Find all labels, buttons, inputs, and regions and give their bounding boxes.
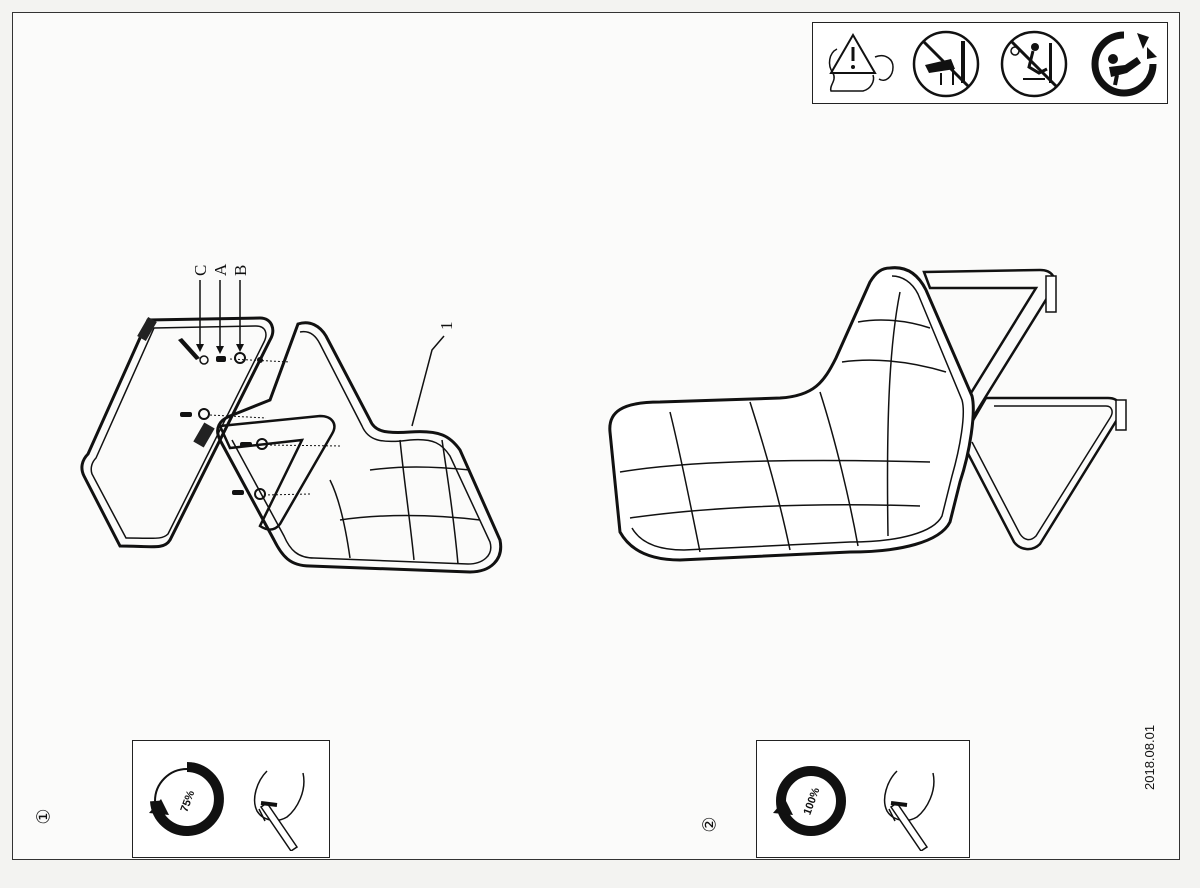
step-1-exploded-diagram: C A B 1 xyxy=(80,263,503,574)
part-label-b: B xyxy=(231,265,250,276)
document-date: 2018.08.01 xyxy=(1142,724,1157,790)
step-2-number: ② xyxy=(699,816,721,833)
part-label-c: C xyxy=(191,265,210,276)
recycle-person-icon xyxy=(1091,31,1157,97)
allen-key-hand-icon xyxy=(883,770,935,851)
part-label-1: 1 xyxy=(437,322,456,331)
allen-key-hand-icon xyxy=(253,770,305,851)
rotate-arrow-icon: 100% xyxy=(773,766,846,836)
step-2-assembled-chair xyxy=(608,266,1127,562)
rotate-arrow-icon: 75% xyxy=(149,762,224,836)
tool-percent-2: 100% xyxy=(801,786,822,817)
child-warning-icon xyxy=(828,33,894,92)
no-lean-on-wall-icon xyxy=(912,30,980,98)
part-label-a: A xyxy=(211,263,230,276)
step-2-tool-panel: 100% xyxy=(756,740,970,858)
no-stand-on-chair-icon xyxy=(1000,30,1068,98)
tool-percent-1: 75% xyxy=(179,789,198,814)
warning-icons-panel xyxy=(812,22,1168,104)
step-1-number: ① xyxy=(33,808,55,825)
step-1-tool-panel: 75% xyxy=(132,740,330,858)
